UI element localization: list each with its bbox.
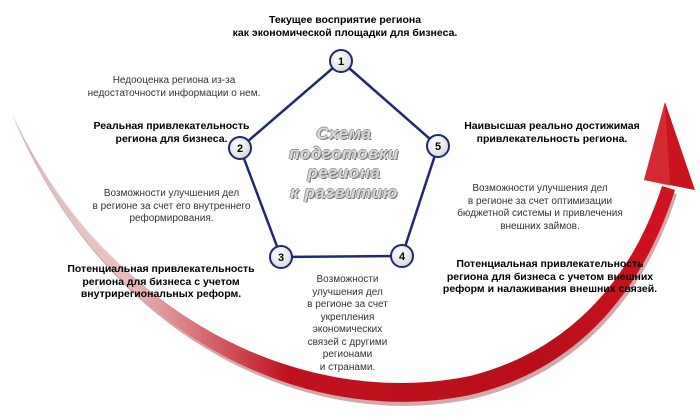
label-real-attractiveness: Реальная привлекательность региона для б… <box>93 120 250 145</box>
label-potential-external: Потенциальная привлекательность региона … <box>442 258 658 295</box>
node-3: 3 <box>269 245 293 269</box>
node-1: 1 <box>329 49 353 73</box>
node-number: 3 <box>278 252 284 264</box>
node-number: 4 <box>399 251 406 263</box>
node-5: 5 <box>426 134 450 158</box>
label-highest-attractiveness: Наивысшая реально достижимая привлекател… <box>464 120 640 145</box>
node-number: 1 <box>338 56 344 68</box>
center-title: Схема подготовки региона к развитию <box>289 124 399 202</box>
label-potential-interregional: Потенциальная привлекательность региона … <box>67 263 255 300</box>
node-4: 4 <box>390 244 414 268</box>
node-number: 2 <box>237 143 243 155</box>
cycle-arrow-head-highlight <box>644 102 670 186</box>
pentagon-outline <box>238 59 440 259</box>
node-2: 2 <box>228 136 252 160</box>
label-internal-reform: Возможности улучшения дел в регионе за с… <box>92 188 251 224</box>
label-budget-optimization: Возможности улучшения дел в регионе за с… <box>457 183 623 232</box>
node-number: 5 <box>435 141 441 153</box>
label-ties-improvement: Возможности улучшения дел в регионе за с… <box>307 274 388 373</box>
label-current-perception: Текущее восприятие региона как экономиче… <box>232 14 458 39</box>
label-underestimation: Недооценка региона из-за недостаточности… <box>87 75 261 99</box>
